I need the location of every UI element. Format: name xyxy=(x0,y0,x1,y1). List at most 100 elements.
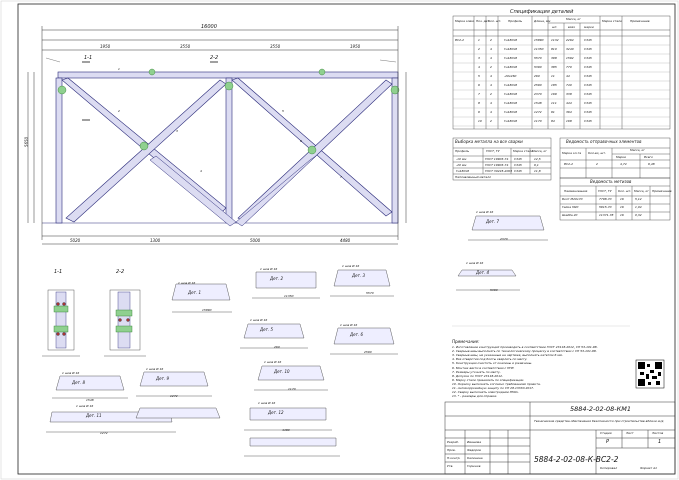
detail-length: 260 xyxy=(274,345,280,349)
spec-cell: 2 xyxy=(490,92,492,96)
spec-header: Марка элем. xyxy=(455,19,475,23)
spec-header: Масса, кг xyxy=(566,17,581,21)
detail-label: Дет. 5 xyxy=(260,327,274,332)
tb-role: Н.контр. xyxy=(447,456,461,460)
spec-cell: 168 xyxy=(566,119,572,123)
notes-title: Примечание: xyxy=(452,339,480,344)
spec-cell: 3 xyxy=(478,56,480,60)
spec-cell: С345 xyxy=(584,83,592,87)
spec-subheader: всех xyxy=(568,25,576,29)
note-item: 11. Антикоррозийную защиту по СП 28.1333… xyxy=(452,386,535,390)
weld-note: Наплавленный металл xyxy=(455,175,492,179)
pos-label: 5 xyxy=(282,109,284,113)
spec-cell: 2590 xyxy=(534,83,542,87)
note-item: 5. Конструкции очистить от окалины и ржа… xyxy=(452,361,533,366)
spec-cell: 2 xyxy=(490,65,492,69)
spec-cell: С345 xyxy=(584,65,592,69)
spec-cell: С345 xyxy=(584,92,592,96)
pos-label: 3 xyxy=(176,129,178,133)
sheet-label: Лист xyxy=(626,431,634,435)
detail-weld-note: 1 шов Ø 16 xyxy=(264,360,282,364)
section-drawings xyxy=(42,289,146,357)
tb-name: Федоров xyxy=(467,448,481,452)
spec-cell: 2 xyxy=(478,47,480,51)
bolt-cell: 5915-70 xyxy=(599,205,612,209)
spec-cell: 11 xyxy=(551,74,555,78)
spec-cell: 4 xyxy=(490,47,492,51)
spec-cell: 2370 xyxy=(534,92,542,96)
title-block-grid xyxy=(444,401,676,475)
spec-cell: 7 xyxy=(478,92,480,96)
detail-label: Дет. 10 xyxy=(274,369,290,374)
spec-cell: 3240 xyxy=(566,47,574,51)
spec-cell: Гн180х8 xyxy=(504,83,518,87)
elements-cell: ВС2-2 xyxy=(564,162,574,166)
weld-cell: -10 мм xyxy=(456,157,467,161)
weld-cell: 12,5 xyxy=(534,157,541,161)
spec-cell: 1592 xyxy=(566,56,574,60)
bolt-cell: Гайка М20 xyxy=(562,205,579,209)
weld-title: Выборка металла на все сварки xyxy=(455,139,523,144)
spec-cell: Гн180х8 xyxy=(504,92,518,96)
spec-cell: 364 xyxy=(566,110,572,114)
spec-cell: Гн180х8 xyxy=(504,47,518,51)
spec-cell: 2264 xyxy=(566,38,574,42)
spec-cell: Гн180х8 xyxy=(504,110,518,114)
detail-label: Дет. 4 xyxy=(476,270,490,275)
spec-cell: 2 xyxy=(490,119,492,123)
spec-cell: 810 xyxy=(551,47,557,51)
detail-label: Дет. 6 xyxy=(350,332,364,337)
spec-cell: Гн180х8 xyxy=(504,38,518,42)
sheet-code: 5884-2-02-08-КМ1 xyxy=(570,405,631,413)
detail-length: 5390 xyxy=(490,288,498,292)
note-item: 8. Допуски по ГОСТ 23118-2012. xyxy=(452,373,503,378)
bolt-cell: 1,04 xyxy=(635,205,642,209)
weld-cell: Гн180х8 xyxy=(456,169,470,173)
detail-label: Дет. 1 xyxy=(188,290,202,295)
detail-weld-note: 1 шов Ø 16 xyxy=(146,367,164,371)
spec-header: Длина, мм xyxy=(534,19,551,23)
spec-cell: С345 xyxy=(584,110,592,114)
spec-cell: Гн180х8 xyxy=(504,65,518,69)
elements-header: Масса, кг xyxy=(630,148,645,152)
elements-header: Всего xyxy=(644,155,653,159)
weld-header: Масса, кг xyxy=(532,149,547,153)
detail-weld-note: 1 шов Ø 16 xyxy=(258,401,276,405)
spec-cell: 5 xyxy=(478,74,480,78)
section-title-1: 1-1 xyxy=(54,269,63,275)
tb-name: Калинина xyxy=(467,456,483,460)
spec-cell: 10 xyxy=(478,119,482,123)
tb-role: Утв. xyxy=(447,464,454,468)
spec-title: Спецификация деталей xyxy=(510,9,574,15)
spec-cell: 444 xyxy=(566,101,572,105)
spec-cell: 11350 xyxy=(534,47,544,51)
spec-cell: 4 xyxy=(490,83,492,87)
sheet-description: Технические средства обеспечения безопас… xyxy=(534,419,664,423)
spec-header: Кол. шт. xyxy=(488,19,502,23)
spec-cell: 4 xyxy=(490,56,492,60)
weld-cell: С345 xyxy=(514,169,522,173)
overall-dim: 16000 xyxy=(201,24,217,30)
spec-cell: 385 xyxy=(551,65,557,69)
spec-subheader: марки xyxy=(584,25,594,29)
spec-cell: 398 xyxy=(551,56,557,60)
note-item: 1. Изготовление конструкций производить … xyxy=(452,345,598,349)
pos-label: 7 xyxy=(340,175,342,179)
bay-dim-3: 3550 xyxy=(270,44,281,49)
spec-table-grid xyxy=(452,15,671,130)
weld-cell: 6,1 xyxy=(534,163,539,167)
spec-cell: 1 xyxy=(478,38,480,42)
elements-header: Кол-во, шт. xyxy=(588,151,606,155)
detail-weld-note: 1 шов Ø 16 xyxy=(260,267,278,271)
weld-cell: 11,8 xyxy=(534,169,541,173)
detail-label: Дет. 9 xyxy=(156,376,170,381)
bottom-dim-4: 4480 xyxy=(340,238,351,243)
spec-cell: 260 xyxy=(534,74,540,78)
note-item: 7. Размеры уточнять по месту. xyxy=(452,369,501,374)
detail-weld-note: 1 шов Ø 16 xyxy=(76,404,94,408)
bolts-table-grid xyxy=(559,177,671,221)
weld-cell: -20 мм xyxy=(456,163,467,167)
detail-weld-note: 1 шов Ø 16 xyxy=(250,318,268,322)
spec-header: Примечание xyxy=(630,19,650,23)
